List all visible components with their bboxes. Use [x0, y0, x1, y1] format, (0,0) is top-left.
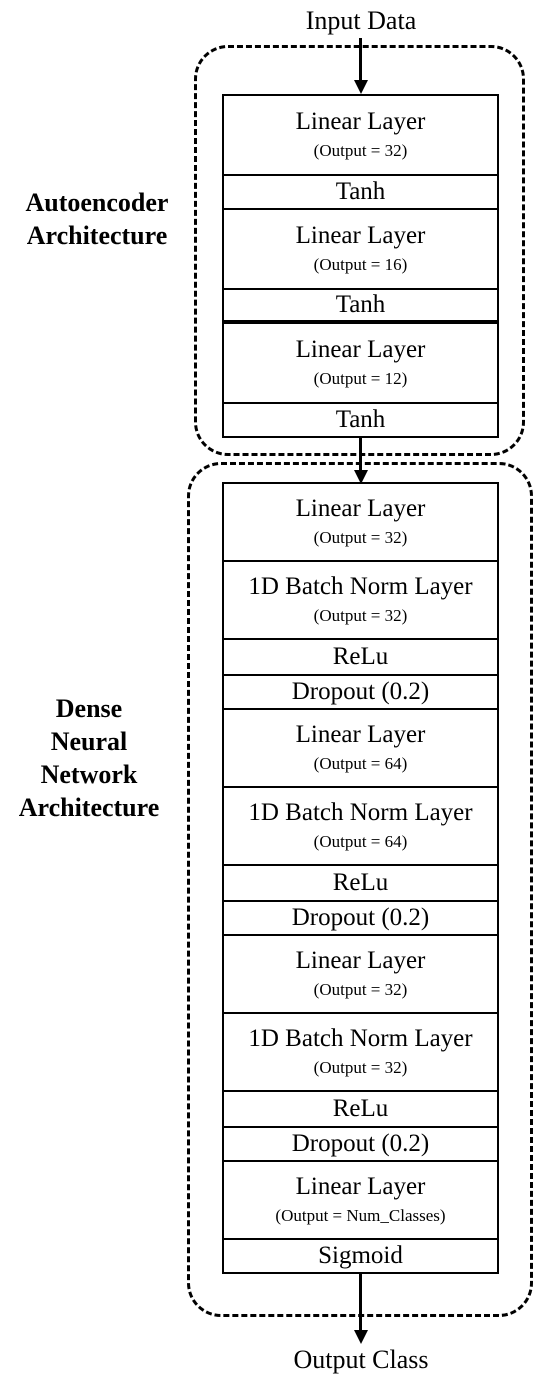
layer-name: Tanh: [335, 406, 386, 433]
layer-name: Linear Layer: [295, 108, 426, 135]
layer-name: Tanh: [335, 291, 386, 318]
dnn-batchnorm-layer-3: 1D Batch Norm Layer (Output = 32): [222, 1012, 499, 1092]
layer-output: (Output = 32): [313, 606, 408, 625]
output-class-label: Output Class: [293, 1345, 429, 1374]
ae-tanh-3: Tanh: [222, 402, 499, 438]
layer-output: (Output = 32): [313, 528, 408, 547]
layer-name: 1D Batch Norm Layer: [248, 1025, 473, 1052]
layer-name: Linear Layer: [295, 947, 426, 974]
output-arrow-head: [354, 1330, 368, 1344]
layer-output: (Output = 32): [313, 1058, 408, 1077]
dnn-dropout-3: Dropout (0.2): [222, 1126, 499, 1162]
autoencoder-title: Autoencoder Architecture: [14, 186, 180, 252]
layer-name: ReLu: [332, 643, 389, 670]
dnn-linear-layer-2: Linear Layer (Output = 64): [222, 708, 499, 788]
ae-linear-layer-2: Linear Layer (Output = 16): [222, 208, 499, 290]
dense-title: Dense Neural Network Architecture: [6, 692, 172, 824]
ae-tanh-2: Tanh: [222, 288, 499, 324]
layer-output: (Output = 64): [313, 754, 408, 773]
layer-name: Linear Layer: [295, 1173, 426, 1200]
input-arrow: [359, 38, 362, 82]
input-data-label: Input Data: [305, 6, 417, 35]
output-arrow: [359, 1274, 362, 1332]
layer-name: 1D Batch Norm Layer: [248, 573, 473, 600]
layer-output: (Output = 32): [313, 141, 408, 160]
dense-title-line-3: Network: [40, 760, 138, 789]
layer-output: (Output = Num_Classes): [275, 1206, 446, 1225]
dnn-relu-2: ReLu: [222, 864, 499, 902]
dnn-dropout-1: Dropout (0.2): [222, 674, 499, 710]
layer-name: ReLu: [332, 1095, 389, 1122]
layer-name: ReLu: [332, 869, 389, 896]
dnn-sigmoid: Sigmoid: [222, 1238, 499, 1274]
layer-name: Sigmoid: [318, 1242, 403, 1269]
layer-name: 1D Batch Norm Layer: [248, 799, 473, 826]
connector-arrow: [359, 438, 362, 472]
autoencoder-title-line-2: Architecture: [26, 221, 168, 250]
dnn-relu-1: ReLu: [222, 638, 499, 676]
layer-name: Tanh: [335, 178, 386, 205]
dnn-batchnorm-layer-2: 1D Batch Norm Layer (Output = 64): [222, 786, 499, 866]
ae-tanh-1: Tanh: [222, 174, 499, 210]
layer-output: (Output = 32): [313, 980, 408, 999]
layer-name: Dropout (0.2): [291, 904, 430, 931]
dnn-batchnorm-layer-1: 1D Batch Norm Layer (Output = 32): [222, 560, 499, 640]
connector-arrow-head: [354, 470, 368, 484]
dnn-linear-layer-4: Linear Layer (Output = Num_Classes): [222, 1160, 499, 1240]
input-arrow-head: [354, 80, 368, 94]
layer-name: Linear Layer: [295, 222, 426, 249]
ae-linear-layer-3: Linear Layer (Output = 12): [222, 322, 499, 404]
dnn-linear-layer-1: Linear Layer (Output = 32): [222, 482, 499, 562]
ae-linear-layer-1: Linear Layer (Output = 32): [222, 94, 499, 176]
dense-title-line-2: Neural: [50, 727, 128, 756]
dense-title-line-1: Dense: [55, 694, 123, 723]
dnn-linear-layer-3: Linear Layer (Output = 32): [222, 934, 499, 1014]
layer-name: Linear Layer: [295, 721, 426, 748]
layer-name: Dropout (0.2): [291, 678, 430, 705]
layer-output: (Output = 16): [313, 255, 408, 274]
dense-title-line-4: Architecture: [18, 793, 160, 822]
dnn-relu-3: ReLu: [222, 1090, 499, 1128]
layer-output: (Output = 64): [313, 832, 408, 851]
layer-output: (Output = 12): [313, 369, 408, 388]
layer-name: Linear Layer: [295, 336, 426, 363]
autoencoder-title-line-1: Autoencoder: [25, 188, 169, 217]
layer-name: Dropout (0.2): [291, 1130, 430, 1157]
layer-name: Linear Layer: [295, 495, 426, 522]
dnn-dropout-2: Dropout (0.2): [222, 900, 499, 936]
